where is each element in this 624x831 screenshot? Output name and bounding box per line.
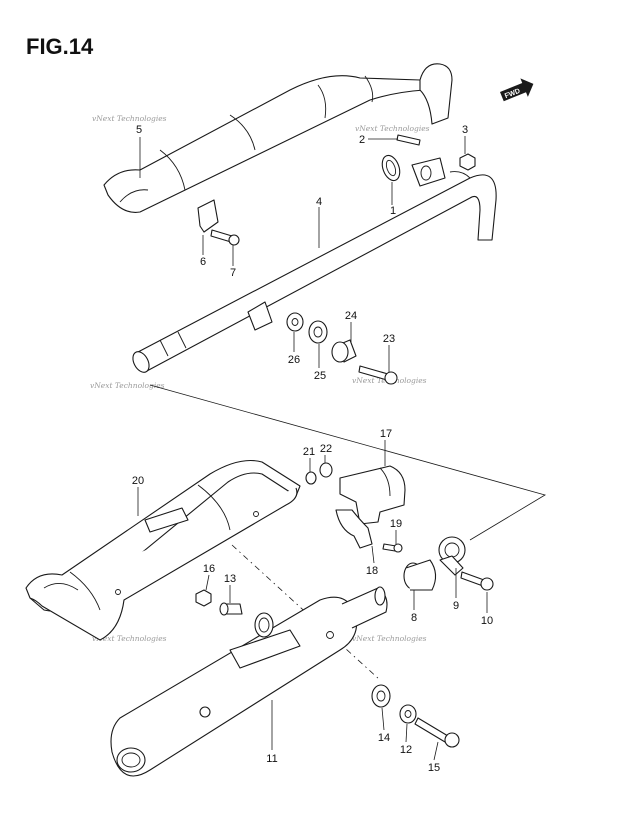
muffler-bolt <box>414 717 449 743</box>
callout-4: 4 <box>316 196 322 208</box>
pipe-clamp <box>438 536 466 576</box>
callout-14: 14 <box>378 732 390 744</box>
callout-13: 13 <box>224 573 236 585</box>
heat-shield-front <box>103 63 453 213</box>
exhaust-pipe <box>132 171 497 373</box>
callout-12: 12 <box>400 744 412 756</box>
callout-2: 2 <box>359 134 365 146</box>
center-line <box>231 544 381 681</box>
callout-5: 5 <box>136 124 142 136</box>
callout-9: 9 <box>453 600 459 612</box>
grommet <box>371 684 391 708</box>
stud-bolt <box>396 134 421 146</box>
callout-17: 17 <box>380 428 392 440</box>
callout-23: 23 <box>383 333 395 345</box>
callout-21: 21 <box>303 446 315 458</box>
callout-7: 7 <box>230 267 236 279</box>
exhaust-gasket <box>381 154 401 182</box>
washer-small <box>319 462 333 478</box>
watermark: vNext Technologies <box>352 634 427 643</box>
fwd-arrow-badge: FWD <box>500 78 534 102</box>
callout-22: 22 <box>320 443 332 455</box>
washer <box>286 312 304 332</box>
watermark: vNext Technologies <box>90 381 165 390</box>
callout-19: 19 <box>390 518 402 530</box>
callout-25: 25 <box>314 370 326 382</box>
figure-title: FIG.14 <box>26 34 94 59</box>
callout-26: 26 <box>288 354 300 366</box>
callout-3: 3 <box>462 124 468 136</box>
cushion <box>308 320 328 344</box>
nut <box>195 589 212 607</box>
callout-18: 18 <box>366 565 378 577</box>
reference-line <box>149 384 547 541</box>
callout-6: 6 <box>200 256 206 268</box>
watermark: vNext Technologies <box>92 114 167 123</box>
watermark: vNext Technologies <box>355 124 430 133</box>
clamp-bracket <box>335 509 373 549</box>
flange-nut <box>459 153 476 171</box>
callout-11: 11 <box>266 753 277 765</box>
nut-small <box>305 471 317 485</box>
callout-20: 20 <box>132 475 144 487</box>
leader-lines <box>137 136 488 761</box>
callout-24: 24 <box>345 310 357 322</box>
callout-15: 15 <box>428 762 440 774</box>
callout-1: 1 <box>390 205 396 217</box>
callout-8: 8 <box>411 612 417 624</box>
washer-large <box>399 704 417 724</box>
watermark: vNext Technologies <box>92 634 167 643</box>
exhaust-flange <box>411 157 446 187</box>
muffler <box>110 586 388 777</box>
callout-labels: 5 2 3 1 4 6 7 26 25 24 23 21 22 17 20 19… <box>132 124 493 774</box>
muffler-heat-shield <box>25 459 301 641</box>
callout-10: 10 <box>481 615 493 627</box>
callout-16: 16 <box>203 563 215 575</box>
shield-bracket <box>197 199 219 233</box>
